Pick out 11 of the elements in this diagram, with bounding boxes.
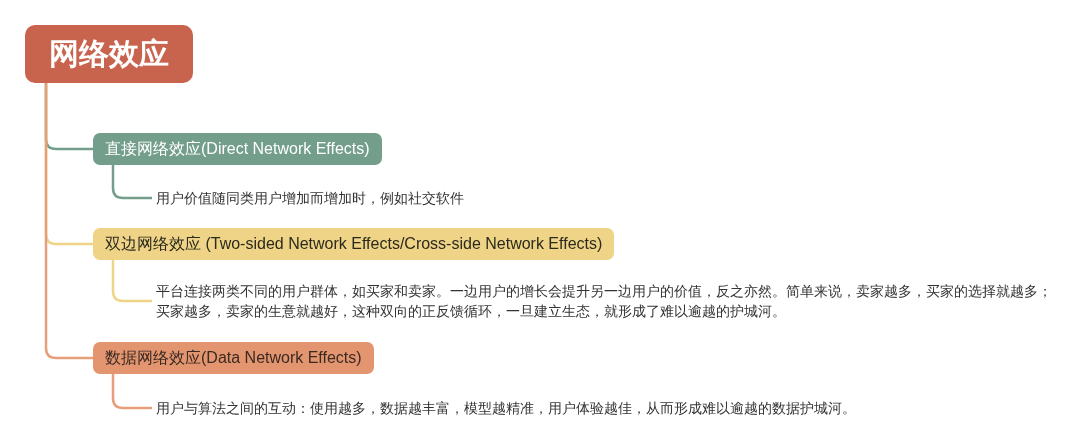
description-text: 用户价值随同类用户增加而增加时，例如社交软件 [152,188,464,208]
topic-box: 双边网络效应 (Two-sided Network Effects/Cross-side Network Effects) [93,228,615,260]
topic-box: 数据网络效应(Data Network Effects) [93,342,374,374]
description-text: 用户与算法之间的互动：使用越多，数据越丰富，模型越精准，用户体验越佳，从而形成难以逾越的数据护城河。 [152,398,856,418]
description-text: 平台连接两类不同的用户群体，如买家和卖家。一边用户的增长会提升另一边用户的价值，反之亦然。简单来说，卖家越多，买家的选择就越多；买家越多，卖家的生意就越好，这种双向的正反馈循环，一旦建立生态，就形成了难以逾越的护城河。 [152,281,1058,321]
topic-box: 直接网络效应(Direct Network Effects) [93,133,382,165]
root-topic-box: 网络效应 [25,25,193,83]
connector-line [111,260,152,303]
connector-line [111,374,152,410]
connector-line [44,83,93,360]
connector-line [111,165,152,200]
